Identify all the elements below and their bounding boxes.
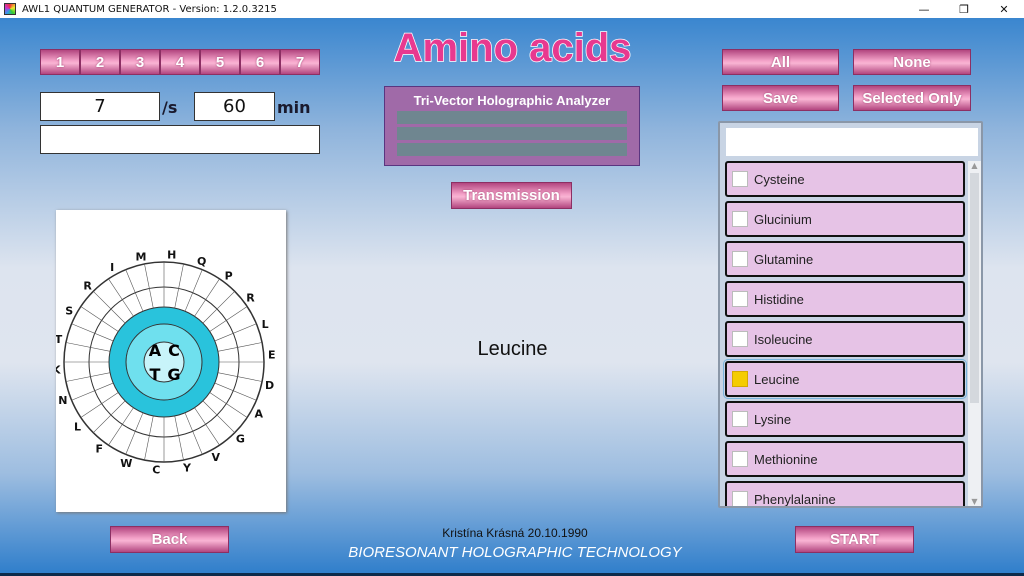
analyzer-bar-2 (397, 127, 627, 140)
page-title: Amino acids (393, 25, 632, 71)
minimize-button[interactable]: — (918, 2, 930, 16)
list-item[interactable]: Histidine (725, 281, 965, 317)
duration-input[interactable]: 60 (194, 92, 275, 121)
program-button-2[interactable]: 2 (80, 49, 120, 75)
wheel-letter: N (58, 394, 67, 407)
tagline: BIORESONANT HOLOGRAPHIC TECHNOLOGY (348, 544, 682, 561)
select-none-button[interactable]: None (853, 49, 971, 75)
wheel-letter: V (212, 451, 221, 464)
checkbox[interactable] (732, 291, 748, 307)
list-item-label: Phenylalanine (754, 491, 836, 507)
wheel-letter: M (136, 250, 147, 263)
wheel-letter: K (56, 364, 61, 377)
list-item[interactable]: Methionine (725, 441, 965, 477)
list-item[interactable]: Glucinium (725, 201, 965, 237)
program-button-3[interactable]: 3 (120, 49, 160, 75)
list-item-label: Lysine (754, 411, 792, 427)
wheel-letter: P (225, 270, 233, 283)
checkbox[interactable] (732, 451, 748, 467)
scroll-down-icon[interactable]: ▼ (971, 497, 978, 506)
start-button[interactable]: START (795, 526, 914, 553)
list-item-label: Glutamine (754, 251, 814, 267)
app-icon (4, 3, 16, 15)
checkbox[interactable] (732, 371, 748, 387)
wheel-letter: S (65, 304, 73, 317)
frequency-unit: /s (162, 98, 178, 117)
list-item-label: Glucinium (754, 211, 812, 227)
list-item[interactable]: Isoleucine (725, 321, 965, 357)
program-button-5[interactable]: 5 (200, 49, 240, 75)
wheel-letter: I (110, 261, 114, 274)
save-button[interactable]: Save (722, 85, 839, 111)
current-selection-label: Leucine (477, 338, 548, 360)
restore-button[interactable]: ❐ (959, 2, 969, 16)
wheel-letter: F (96, 442, 104, 455)
program-buttons: 1 2 3 4 5 6 7 (40, 49, 320, 75)
user-info: Kristína Krásná 20.10.1990 (442, 526, 588, 540)
list-item-label: Methionine (754, 451, 818, 467)
list-scrollbar[interactable]: ▲ ▼ (968, 161, 981, 506)
list-item-label: Cysteine (754, 171, 805, 187)
analyzer-panel: Tri-Vector Holographic Analyzer (384, 86, 640, 166)
wheel-letter: L (74, 421, 81, 434)
select-all-button[interactable]: All (722, 49, 839, 75)
program-button-4[interactable]: 4 (160, 49, 200, 75)
checkbox[interactable] (732, 491, 748, 506)
wheel-letter: G (236, 432, 245, 445)
list-item-label: Isoleucine (754, 331, 813, 347)
wheel-letter: D (265, 379, 274, 392)
list-item[interactable]: Phenylalanine (725, 481, 965, 507)
wheel-letter: L (262, 318, 269, 331)
analyzer-bar-3 (397, 143, 627, 156)
program-button-6[interactable]: 6 (240, 49, 280, 75)
analyzer-bar-1 (397, 111, 627, 124)
program-button-7[interactable]: 7 (280, 49, 320, 75)
note-input[interactable] (40, 125, 320, 154)
analyzer-title: Tri-Vector Holographic Analyzer (413, 93, 611, 108)
wheel-letter: Q (197, 255, 206, 268)
wheel-letter: W (120, 457, 132, 470)
transmission-button[interactable]: Transmission (451, 182, 572, 209)
program-button-1[interactable]: 1 (40, 49, 80, 75)
list-item[interactable]: Cysteine (725, 161, 965, 197)
list-item-label: Histidine (754, 291, 804, 307)
svg-text:A: A (149, 341, 162, 360)
wheel-letter: A (255, 408, 264, 421)
checkbox[interactable] (732, 331, 748, 347)
selected-only-button[interactable]: Selected Only (853, 85, 971, 111)
duration-unit: min (277, 98, 311, 117)
list-item[interactable]: Glutamine (725, 241, 965, 277)
list-item[interactable]: Lysine (725, 401, 965, 437)
scroll-up-icon[interactable]: ▲ (971, 161, 978, 170)
window-title: AWL1 QUANTUM GENERATOR - Version: 1.2.0.… (22, 3, 277, 15)
scrollbar-thumb[interactable] (970, 173, 979, 403)
svg-text:T: T (150, 365, 161, 384)
title-bar: AWL1 QUANTUM GENERATOR - Version: 1.2.0.… (0, 0, 1024, 18)
wheel-letter: E (268, 348, 276, 361)
checkbox[interactable] (732, 251, 748, 267)
wheel-letter: H (167, 248, 176, 261)
wheel-letter: Y (182, 462, 192, 475)
frequency-input[interactable]: 7 (40, 92, 160, 121)
wheel-letter: C (152, 464, 160, 477)
wheel-letter: R (83, 280, 92, 293)
svg-text:G: G (167, 365, 180, 384)
checkbox[interactable] (732, 411, 748, 427)
checkbox[interactable] (732, 211, 748, 227)
checkbox[interactable] (732, 171, 748, 187)
close-button[interactable]: ✕ (999, 2, 1009, 16)
bottom-border (0, 573, 1024, 576)
list-item-label: Leucine (754, 371, 800, 387)
wheel-letter: T (56, 333, 63, 346)
wheel-letter: R (246, 291, 255, 304)
back-button[interactable]: Back (110, 526, 229, 553)
list-item[interactable]: Leucine (723, 359, 967, 399)
list-search-input[interactable] (726, 128, 978, 156)
svg-text:C: C (168, 341, 180, 360)
